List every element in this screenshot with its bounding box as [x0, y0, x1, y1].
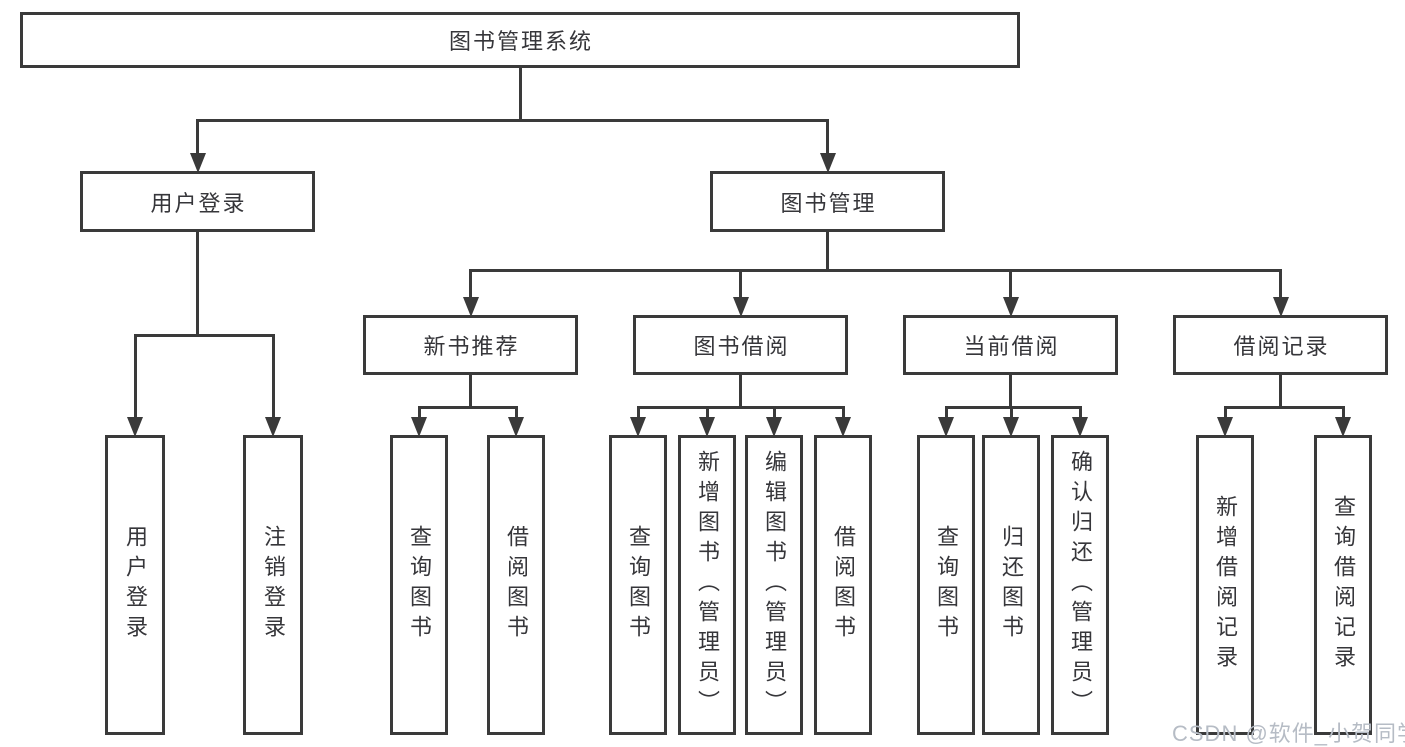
connector-line [514, 407, 518, 419]
connector-line [196, 232, 199, 335]
node-label: 图书借阅 [693, 334, 790, 359]
connector-line [1078, 407, 1082, 419]
node-label: 当前借阅 [963, 334, 1060, 359]
arrowhead-icon [766, 417, 782, 437]
node-label: 归还图书 [999, 525, 1024, 645]
node-label: 编辑图书（管理员） [762, 450, 787, 720]
arrowhead-icon [835, 417, 851, 437]
node-label: 借阅图书 [504, 525, 529, 645]
connector-line [944, 407, 948, 419]
connector-line [196, 120, 199, 155]
node-label: 借阅图书 [831, 525, 856, 645]
node-leaf-add-book: 新增图书（管理员） [678, 435, 736, 735]
node-leaf-borrow-book-2: 借阅图书 [814, 435, 872, 735]
arrowhead-icon [462, 297, 479, 317]
node-label: 新书推荐 [423, 334, 520, 359]
node-book-borrow: 图书借阅 [633, 315, 848, 375]
arrowhead-icon [938, 417, 954, 437]
connector-line [133, 335, 137, 419]
connector-line [841, 407, 845, 419]
arrowhead-icon [411, 417, 427, 437]
connector-line [739, 270, 742, 299]
node-new-book-rec: 新书推荐 [363, 315, 578, 375]
node-label: 确认归还（管理员） [1068, 450, 1093, 720]
arrowhead-icon [1335, 417, 1351, 437]
node-leaf-borrow-book-1: 借阅图书 [487, 435, 545, 735]
connector-line [826, 232, 829, 270]
node-label: 查询图书 [407, 525, 432, 645]
arrowhead-icon [189, 153, 206, 173]
arrowhead-icon [819, 153, 836, 173]
connector-line [944, 405, 1082, 409]
connector-line [636, 405, 845, 409]
node-label: 新增借阅记录 [1213, 495, 1238, 675]
connector-line [636, 407, 640, 419]
node-label: 用户登录 [150, 190, 247, 216]
arrowhead-icon [732, 297, 749, 317]
node-leaf-return-book: 归还图书 [982, 435, 1040, 735]
node-book-mgmt: 图书管理 [710, 171, 945, 232]
node-root: 图书管理系统 [20, 12, 1020, 68]
node-current-borrow: 当前借阅 [903, 315, 1118, 375]
connector-line [1009, 375, 1012, 407]
connector-line [1009, 270, 1012, 299]
node-borrow-records: 借阅记录 [1173, 315, 1388, 375]
connector-line [1223, 405, 1345, 409]
connector-line [1223, 407, 1227, 419]
connector-line [1279, 270, 1282, 299]
node-leaf-add-record: 新增借阅记录 [1196, 435, 1254, 735]
connector-line [1341, 407, 1345, 419]
connector-line [469, 270, 472, 299]
connector-line [469, 268, 1282, 272]
node-label: 图书管理系统 [448, 29, 593, 54]
arrowhead-icon [1272, 297, 1289, 317]
node-label: 图书管理 [780, 190, 877, 216]
watermark-text: CSDN @软件_小贺同学 [1172, 721, 1405, 746]
connector-line [705, 407, 709, 419]
arrowhead-icon [699, 417, 715, 437]
arrowhead-icon [1072, 417, 1088, 437]
connector-line [518, 68, 522, 120]
arrowhead-icon [265, 417, 281, 437]
node-leaf-user-login: 用户登录 [105, 435, 165, 735]
node-label: 注销登录 [261, 525, 286, 645]
arrowhead-icon [630, 417, 646, 437]
node-leaf-logout: 注销登录 [243, 435, 303, 735]
connector-line [417, 405, 518, 409]
connector-line [417, 407, 421, 419]
node-leaf-query-record: 查询借阅记录 [1314, 435, 1372, 735]
node-label: 用户登录 [123, 525, 148, 645]
connector-line [739, 375, 742, 407]
connector-line [1009, 407, 1013, 419]
connector-line [196, 118, 829, 122]
node-label: 新增图书（管理员） [695, 450, 720, 720]
connector-line [271, 335, 275, 419]
arrowhead-icon [1002, 297, 1019, 317]
connector-line [133, 333, 275, 337]
node-user-login: 用户登录 [80, 171, 315, 232]
node-leaf-confirm-ret: 确认归还（管理员） [1051, 435, 1109, 735]
connector-line [469, 375, 472, 407]
arrowhead-icon [1003, 417, 1019, 437]
connector-line [826, 120, 829, 155]
node-leaf-query-book-3: 查询图书 [917, 435, 975, 735]
node-leaf-edit-book: 编辑图书（管理员） [745, 435, 803, 735]
node-label: 借阅记录 [1233, 334, 1330, 359]
arrowhead-icon [508, 417, 524, 437]
connector-line [1279, 375, 1282, 407]
node-leaf-query-book-1: 查询图书 [390, 435, 448, 735]
node-label: 查询借阅记录 [1331, 495, 1356, 675]
node-leaf-query-book-2: 查询图书 [609, 435, 667, 735]
connector-line [772, 407, 776, 419]
arrowhead-icon [1217, 417, 1233, 437]
arrowhead-icon [127, 417, 143, 437]
node-label: 查询图书 [626, 525, 651, 645]
node-label: 查询图书 [934, 525, 959, 645]
